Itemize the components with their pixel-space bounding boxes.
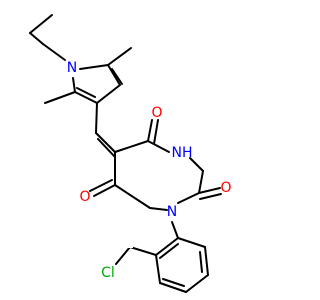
bond	[95, 132, 116, 153]
bond	[159, 243, 179, 259]
atom-n-imide: N	[167, 204, 177, 220]
atom-cl: Cl	[101, 265, 115, 281]
bond	[149, 207, 168, 211]
molecule-structure: N NH N O O O Cl	[29, 14, 232, 293]
bond	[29, 32, 44, 45]
bond	[115, 246, 131, 265]
bond	[72, 77, 76, 93]
bond	[42, 43, 66, 61]
bond	[159, 282, 187, 293]
bond	[129, 246, 157, 256]
atom-labels: N NH N O O O Cl	[67, 60, 232, 281]
bond	[185, 274, 209, 293]
atom-nh: NH	[172, 145, 193, 161]
bond	[204, 246, 209, 276]
bonds	[29, 14, 222, 293]
bond	[198, 187, 221, 194]
atom-o-top: O	[151, 105, 162, 121]
bond	[147, 119, 153, 142]
bond	[93, 184, 116, 197]
bond	[147, 140, 170, 153]
bond	[177, 237, 206, 248]
bond	[89, 179, 113, 192]
bond	[199, 251, 203, 273]
bond	[189, 157, 204, 172]
bond	[76, 87, 96, 98]
bond	[107, 47, 132, 66]
bond	[162, 278, 185, 287]
bond	[155, 237, 179, 256]
bond	[97, 138, 116, 158]
bond	[79, 64, 109, 70]
bond	[155, 254, 161, 284]
bond	[177, 192, 200, 204]
bond	[107, 64, 121, 86]
atom-o-right: O	[220, 180, 231, 196]
bond	[74, 91, 98, 104]
bond	[111, 68, 123, 85]
atom-n-pyrrole: N	[67, 60, 77, 76]
bond	[153, 119, 159, 145]
bond	[114, 184, 151, 209]
atom-o-left: O	[79, 189, 90, 205]
bond	[44, 91, 76, 104]
bond	[95, 102, 98, 134]
bond	[114, 140, 149, 153]
bond	[198, 170, 204, 194]
bond	[199, 193, 222, 200]
bond	[96, 84, 121, 104]
bond	[171, 221, 179, 239]
bond	[29, 14, 53, 34]
